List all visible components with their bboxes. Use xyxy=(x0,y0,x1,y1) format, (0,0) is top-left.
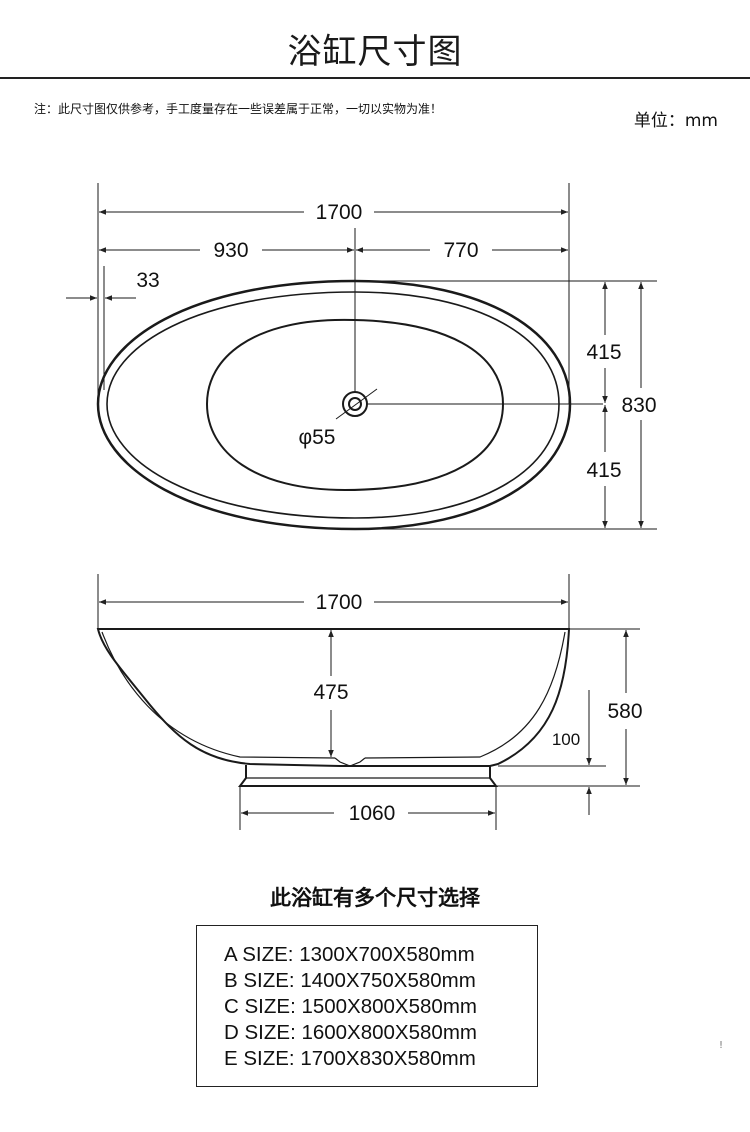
label-rim-offset: 33 xyxy=(136,269,159,292)
side-view xyxy=(96,574,640,830)
disclaimer-note: 注：此尺寸图仅供参考，手工度量存在一些误差属于正常，一切以实物为准！ xyxy=(34,102,443,116)
tub-inner-rim xyxy=(106,291,560,519)
drain-outer xyxy=(342,391,368,417)
label-width: 830 xyxy=(621,394,656,417)
size-option-d: D SIZE: 1600X800X580mm xyxy=(224,1021,477,1044)
title-divider xyxy=(0,77,750,79)
top-view xyxy=(66,183,657,531)
label-length-side: 1700 xyxy=(316,591,363,614)
tub-base xyxy=(238,765,498,787)
tub-outer-rim xyxy=(96,279,572,531)
tub-basin xyxy=(205,318,505,492)
label-inner-depth: 475 xyxy=(313,681,348,704)
drain-diameter-leader xyxy=(335,388,378,420)
label-half-width-upper: 415 xyxy=(586,341,621,364)
corner-mark: ! xyxy=(719,1040,724,1051)
label-drain-left: 930 xyxy=(213,239,248,262)
size-option-a: A SIZE: 1300X700X580mm xyxy=(224,943,475,966)
label-drain-right: 770 xyxy=(443,239,478,262)
drain-inner xyxy=(348,397,362,411)
size-option-e: E SIZE: 1700X830X580mm xyxy=(224,1047,476,1070)
unit-label: 单位：mm xyxy=(633,111,718,131)
label-length-top: 1700 xyxy=(316,201,363,224)
top-view-labels: 1700 930 770 33 415 830 415 φ55 xyxy=(136,201,656,482)
tub-shell-inner xyxy=(101,631,566,759)
size-options-heading: 此浴缸有多个尺寸选择 xyxy=(270,886,480,910)
page-title: 浴缸尺寸图 xyxy=(287,32,463,72)
label-base-height: 100 xyxy=(552,730,580,749)
label-base-length: 1060 xyxy=(349,802,396,825)
tub-shell-profile xyxy=(96,628,571,767)
label-drain-diameter: φ55 xyxy=(299,426,336,449)
label-half-width-lower: 415 xyxy=(586,459,621,482)
size-options-box: A SIZE: 1300X700X580mm B SIZE: 1400X750X… xyxy=(196,925,538,1087)
size-option-b: B SIZE: 1400X750X580mm xyxy=(224,969,476,992)
side-view-labels: 1700 475 580 100 1060 xyxy=(313,591,642,825)
label-overall-height: 580 xyxy=(607,700,642,723)
size-option-c: C SIZE: 1500X800X580mm xyxy=(224,995,477,1018)
